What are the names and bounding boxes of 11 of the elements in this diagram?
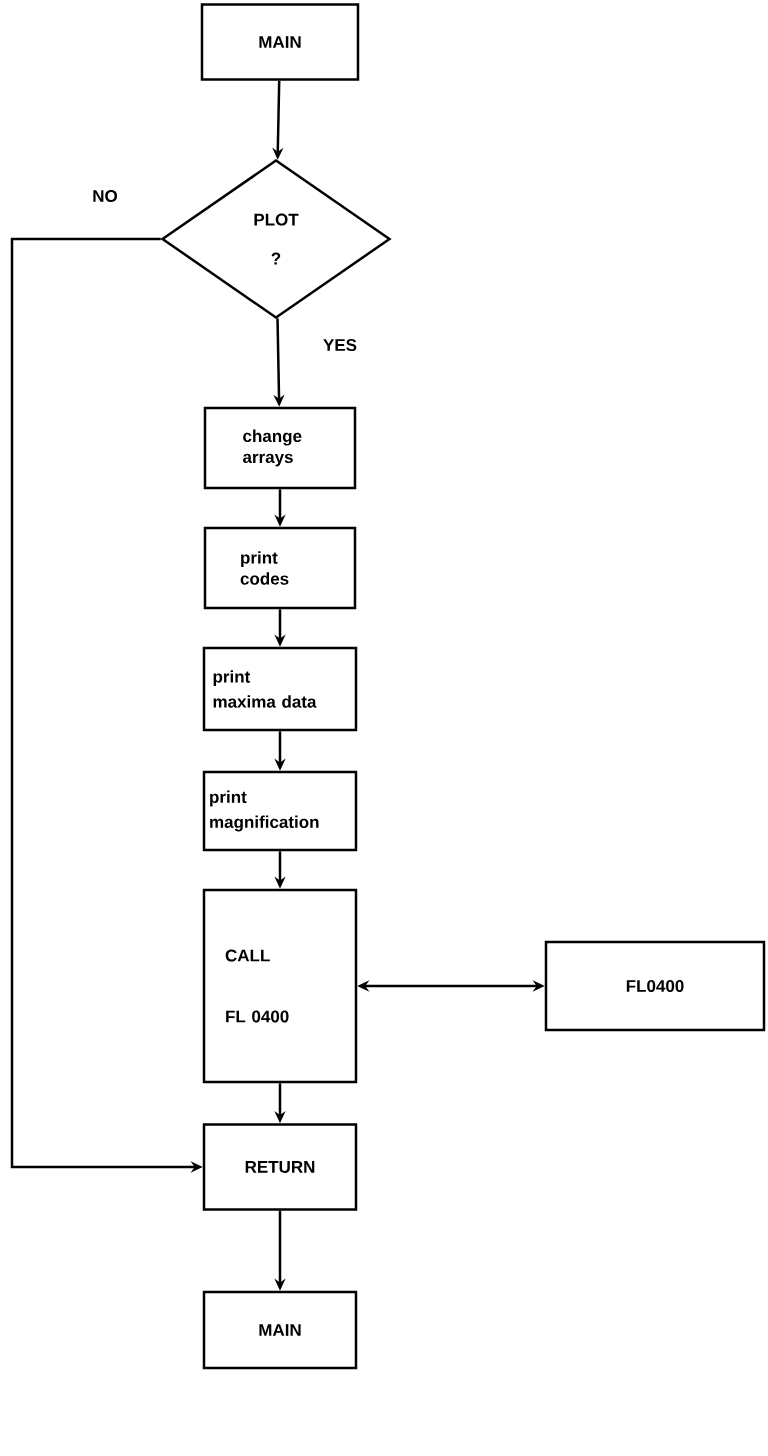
process-box: change arrays (203, 406, 357, 490)
process-box: print codes (203, 526, 357, 610)
process-box: print magnification (202, 770, 358, 852)
process-box: RETURN (202, 1123, 358, 1211)
edge-label: YES (321, 337, 359, 354)
process-box: print maxima data (202, 646, 358, 732)
process-box: MAIN (202, 1290, 358, 1370)
process-box: MAIN (200, 3, 360, 81)
process-box: CALL FL 0400 (202, 888, 358, 1084)
process-box: FL0400 (544, 940, 766, 1032)
edge-label: NO (90, 188, 120, 205)
